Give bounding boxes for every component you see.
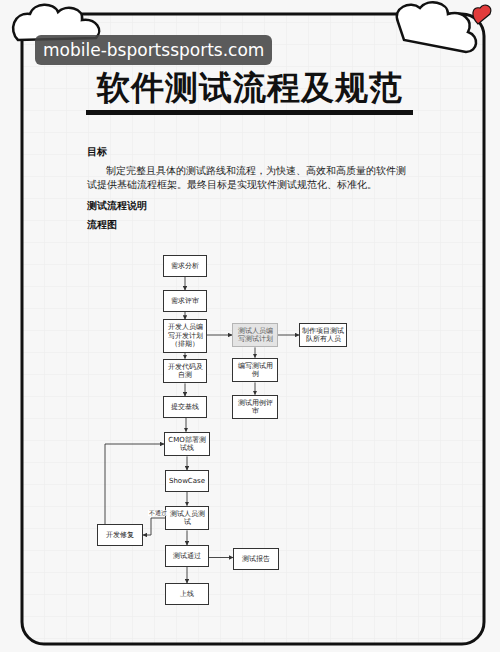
flow-arrow <box>207 335 232 336</box>
box-label: 需求评审 <box>166 297 204 305</box>
box-label: 测试人员编写测试计划 <box>235 327 275 344</box>
title-underline <box>86 110 413 115</box>
box-label: 测试通过 <box>168 552 206 560</box>
process-box: 编写测试用例 <box>232 358 278 383</box>
process-box: 开发代码及自测 <box>163 359 207 384</box>
flow-arrow <box>187 567 188 583</box>
page-border <box>22 14 484 644</box>
flow-arrow <box>143 518 165 535</box>
flow-arrow <box>185 277 186 290</box>
process-box: 测试人员编写测试计划 <box>232 323 278 348</box>
box-label: 提交基线 <box>166 403 204 411</box>
flow-arrow <box>187 456 188 470</box>
box-label: 制作项目测试队所有人员 <box>302 327 344 344</box>
box-label: 测试用例评审 <box>235 399 275 416</box>
process-box: 测试人员测试 <box>165 506 209 531</box>
page-title: 软件测试流程及规范 <box>40 70 460 106</box>
flow-arrow <box>186 418 187 432</box>
box-label: 开发代码及自测 <box>166 363 204 380</box>
flow-arrow <box>185 312 186 319</box>
section-heading: 目标 <box>87 146 407 159</box>
flow-arrow <box>209 557 233 558</box>
flow-arrow <box>187 492 188 506</box>
section-heading: 流程图 <box>87 219 407 232</box>
box-label: 上线 <box>168 590 206 598</box>
process-box: 开发人员编写开发计划（排期） <box>163 319 207 352</box>
flow-arrow <box>187 530 188 545</box>
box-label: 测试报告 <box>236 555 276 563</box>
process-box: ShowCase <box>165 470 209 492</box>
flow-arrow <box>255 382 256 394</box>
box-label: 开发修复 <box>100 531 140 539</box>
process-box: 需求分析 <box>163 255 207 277</box>
body-paragraph: 制定完整且具体的测试路线和流程，为快速、高效和高质量的软件测试提供基础流程框架。… <box>87 164 413 192</box>
process-box: 需求评审 <box>163 290 207 312</box>
process-box: 提交基线 <box>163 396 207 418</box>
watermark: mobile-bsportssports.com <box>35 35 272 65</box>
process-box: 上线 <box>165 583 209 605</box>
box-label: ShowCase <box>168 477 206 485</box>
section-heading: 测试流程说明 <box>87 200 407 213</box>
process-box: 测试通过 <box>165 545 209 567</box>
box-label: 编写测试用例 <box>235 362 275 379</box>
flow-arrow <box>185 383 186 396</box>
flow-arrow <box>278 335 299 336</box>
box-label: 测试人员测试 <box>168 510 206 527</box>
process-box: 开发修复 <box>97 524 143 546</box>
process-box: 制作项目测试队所有人员 <box>299 323 347 348</box>
process-box: 测试用例评审 <box>232 395 278 420</box>
box-label: CMO部署测试线 <box>167 436 207 453</box>
flow-arrow <box>255 347 256 357</box>
cloud-decoration <box>397 2 476 52</box>
box-label: 需求分析 <box>166 262 204 270</box>
edge-label: 不通过 <box>148 510 168 516</box>
process-box: 测试报告 <box>233 548 279 570</box>
process-box: CMO部署测试线 <box>164 432 210 457</box>
heart-decoration <box>473 5 491 24</box>
box-label: 开发人员编写开发计划（排期） <box>166 323 204 348</box>
